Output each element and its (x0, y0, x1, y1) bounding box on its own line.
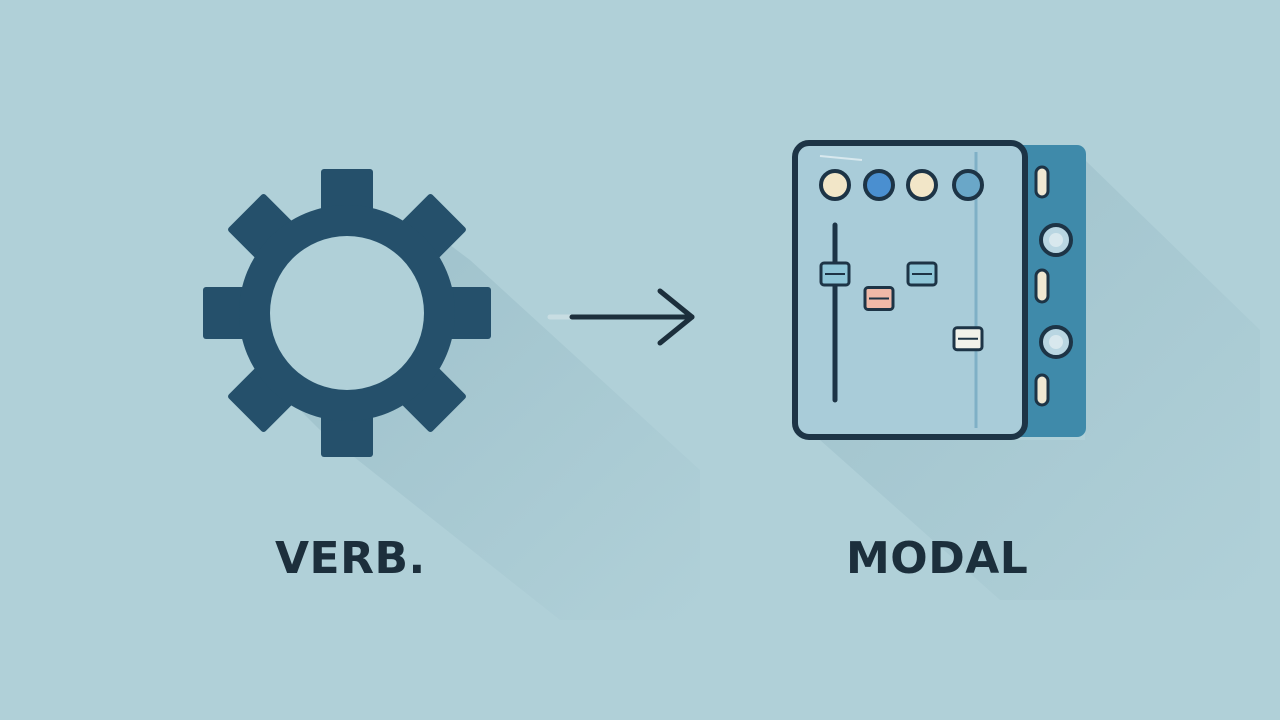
mixer-knob (863, 169, 895, 201)
side-pill-top (1034, 165, 1050, 199)
gear-icon (203, 169, 491, 457)
arrow-right-icon (547, 288, 695, 346)
mixer-knob (906, 169, 938, 201)
side-pill-middle (1034, 268, 1050, 304)
modal-label: MODAL (846, 533, 1029, 584)
mixer-panel-icon (792, 140, 1086, 440)
side-pill-bottom (1034, 373, 1050, 407)
mixer-knob (819, 169, 851, 201)
panel-shadow (820, 160, 1260, 600)
verb-label: VERB. (275, 533, 426, 584)
mixer-knob (952, 169, 984, 201)
